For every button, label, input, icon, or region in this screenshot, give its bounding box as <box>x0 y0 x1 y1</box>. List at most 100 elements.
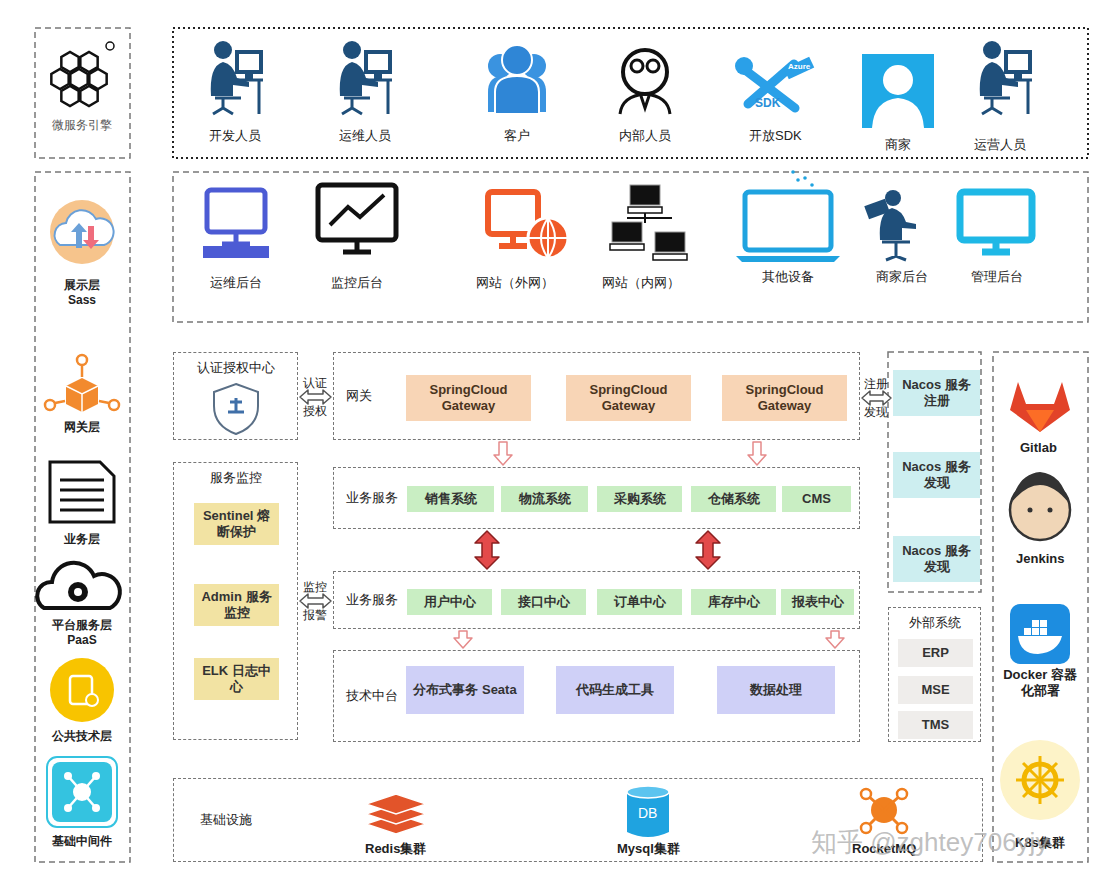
icon-shape <box>343 41 361 59</box>
gateway-icon <box>55 365 109 403</box>
sparkle-dot <box>810 183 814 187</box>
monitor-icon <box>207 190 265 232</box>
caption: DB <box>638 805 657 823</box>
person-at-computer-icon <box>980 41 1032 114</box>
caption: 平台服务层 PaaS <box>40 618 124 648</box>
block-arrow <box>826 631 844 648</box>
caption: 其他设备 <box>762 269 814 285</box>
rocketmq-icon <box>897 789 907 799</box>
document-icon <box>60 489 104 492</box>
service-box: 用户中心 <box>407 589 492 615</box>
icon-shape <box>631 60 643 72</box>
hexagon-icon <box>80 86 97 106</box>
group-panel: 服务监控 Sentinel 熔断保护 Admin 服务监控 ELK 日志中心 <box>173 462 298 740</box>
service-box: 销售系统 <box>407 486 494 512</box>
icon-shape <box>213 80 263 114</box>
dashed-panel <box>993 352 1088 862</box>
sparkle-dot <box>803 176 807 180</box>
service-box: ERP <box>898 639 973 667</box>
gateway-icon <box>66 386 98 412</box>
gateway-icon <box>77 355 87 365</box>
icon-shape <box>495 76 539 114</box>
shield-icon <box>228 398 244 412</box>
panel-title: 网关 <box>346 387 372 405</box>
docker-icon <box>1040 620 1047 627</box>
icon-shape <box>982 80 1032 114</box>
service-box: Sentinel 熔断保护 <box>194 503 279 545</box>
icon-shape <box>882 242 910 260</box>
double-block-arrow <box>696 531 720 569</box>
box-label: 接口中心 <box>518 594 570 610</box>
hexagon-icon <box>70 69 87 89</box>
hexagon-icon <box>89 69 106 89</box>
caption: 商家 <box>885 137 911 153</box>
group-panel: 业务服务用户中心接口中心订单中心库存中心报表中心 <box>333 571 860 629</box>
service-box: 库存中心 <box>691 589 776 615</box>
caption: 展示层 Sass <box>57 278 107 308</box>
box-label: 库存中心 <box>708 594 760 610</box>
sparkle-dot <box>796 178 800 182</box>
docker-icon <box>1032 628 1039 635</box>
caption: 公共技术层 <box>52 729 112 744</box>
box-label: ERP <box>922 645 949 661</box>
service-box: MSE <box>898 676 973 704</box>
box-label: 采购系统 <box>614 491 666 507</box>
box-label: SpringCloud Gateway <box>570 382 687 415</box>
box-label: ELK 日志中心 <box>198 663 275 696</box>
computer-icon <box>630 185 660 205</box>
service-box: Nacos 服务发现 <box>893 536 980 582</box>
k8s-icon <box>1039 780 1042 804</box>
computer-icon <box>655 232 685 252</box>
service-box: 数据处理 <box>717 666 835 714</box>
box-label: SpringCloud Gateway <box>410 382 527 415</box>
service-box: SpringCloud Gateway <box>406 375 531 421</box>
service-box: 代码生成工具 <box>556 666 674 714</box>
middleware-icon <box>52 762 112 822</box>
box-label: Admin 服务监控 <box>198 589 275 622</box>
hexagon-icon <box>61 86 78 106</box>
caption: 内部人员 <box>619 128 671 144</box>
monitor-icon <box>960 192 1032 240</box>
caption: 运营人员 <box>974 137 1026 153</box>
block-arrow <box>748 442 766 465</box>
edge-label: 注册 发现 <box>863 370 889 426</box>
edge-label: 认证 授权 <box>302 369 328 425</box>
middleware-icon <box>92 804 100 812</box>
group-panel: 认证授权中心 <box>173 352 298 440</box>
service-box: CMS <box>782 486 851 512</box>
panel-title: 服务监控 <box>174 469 297 487</box>
icon-shape <box>885 190 901 206</box>
service-box: TMS <box>898 711 973 739</box>
computer-icon <box>612 222 642 242</box>
k8s-icon <box>1039 756 1042 780</box>
k8s-icon <box>1040 763 1057 780</box>
service-box: 订单中心 <box>597 589 682 615</box>
gateway-icon <box>45 400 55 410</box>
dashed-panel <box>35 172 130 862</box>
service-box: Nacos 服务发现 <box>893 452 980 498</box>
icon-shape <box>883 65 913 95</box>
sparkle-dot <box>791 170 795 174</box>
box-label: 用户中心 <box>424 594 476 610</box>
icon-shape <box>983 41 1001 59</box>
middleware-icon <box>92 772 100 780</box>
caption: 网关层 <box>64 420 100 435</box>
icon-shape <box>862 54 934 128</box>
jenkins-icon <box>1048 508 1053 513</box>
icon-shape <box>1006 52 1030 72</box>
box-label: 数据处理 <box>750 682 802 698</box>
service-box: 报表中心 <box>781 589 854 615</box>
box-label: Nacos 服务发现 <box>897 543 976 576</box>
panel-title: 认证授权中心 <box>174 359 297 377</box>
box-label: Nacos 服务注册 <box>897 377 976 410</box>
caption: 业务层 <box>64 532 100 547</box>
service-box: 分布式事务 Seata <box>406 666 524 714</box>
panel-title: 技术中台 <box>346 687 398 705</box>
icon-shape <box>864 199 889 220</box>
service-box: 仓储系统 <box>691 486 776 512</box>
hexagon-icon <box>61 52 78 72</box>
chart-line-icon <box>330 195 384 225</box>
monitor-icon <box>343 240 371 252</box>
caption: 开发人员 <box>209 128 261 144</box>
